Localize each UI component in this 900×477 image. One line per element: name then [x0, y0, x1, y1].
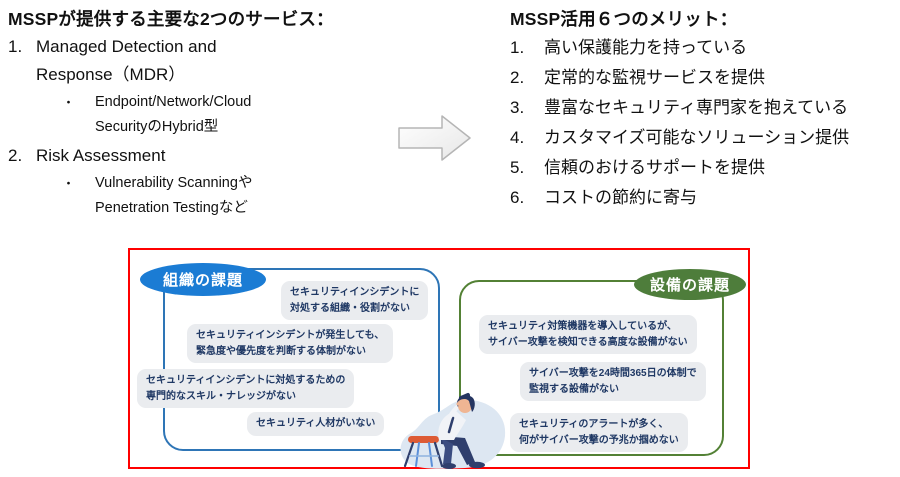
merit-item-6: 6. コストの節約に寄与: [510, 183, 896, 213]
note-line: 緊急度や優先度を判断する体制がない: [196, 345, 366, 357]
merit-item-6-text: コストの節約に寄与: [544, 188, 697, 207]
org-challenges-label: 組織の課題: [140, 263, 266, 296]
merit-item-4-text: カスタマイズ可能なソリューション提供: [544, 128, 850, 147]
right-arrow-icon: [398, 115, 471, 161]
org-note-no-triage-structure: セキュリティインシデントが発生しても、 緊急度や優先度を判断する体制がない: [187, 324, 394, 363]
note-line: 監視する設備がない: [529, 383, 619, 395]
note-line: セキュリティ対策機器を導入しているが、: [488, 321, 677, 332]
note-line: 専門的なスキル・ナレッジがない: [146, 390, 296, 402]
service-item-2-sub: ・ Vulnerability ScanningやPenetration Tes…: [62, 171, 418, 221]
service-item-1-number: 1.: [8, 37, 23, 56]
services-heading: MSSPが提供する主要な2つのサービス：: [8, 9, 334, 29]
org-note-no-skills-knowledge: セキュリティインシデントに対処するための 専門的なスキル・ナレッジがない: [137, 369, 355, 408]
merit-item-2-text: 定常的な監視サービスを提供: [544, 68, 765, 87]
note-line: セキュリティ人材がいない: [256, 418, 376, 429]
merit-item-5: 5. 信頼のおけるサポートを提供: [510, 153, 896, 183]
merit-item-1-number: 1.: [510, 38, 525, 57]
service-item-2-number: 2.: [8, 146, 23, 165]
service-item-2-sub-text: Vulnerability ScanningやPenetration Testi…: [95, 175, 253, 216]
challenges-diagram-frame: 組織の課題 設備の課題 セキュリティインシデントに 対処する組織・役割がない セ…: [128, 248, 750, 469]
note-line: サイバー攻撃を検知できる高度な設備がない: [488, 336, 688, 348]
merit-item-6-number: 6.: [510, 188, 525, 207]
sub-bullet-icon: ・: [62, 176, 76, 191]
equip-note-no-247-monitoring: サイバー攻撃を24時間365日の体制で 監視する設備がない: [520, 362, 706, 401]
equip-note-too-many-alerts: セキュリティのアラートが多く、 何がサイバー攻撃の予兆か掴めない: [510, 413, 688, 452]
note-line: セキュリティインシデントに対処するための: [146, 375, 346, 386]
service-item-1-sub-text: Endpoint/Network/Cloud SecurityのHybrid型: [95, 94, 252, 135]
mssp-services-panel: MSSPが提供する主要な2つのサービス： 1. Managed Detectio…: [8, 5, 418, 223]
merit-item-2: 2. 定常的な監視サービスを提供: [510, 63, 896, 93]
note-line: セキュリティインシデントに: [290, 287, 420, 298]
merit-item-3-text: 豊富なセキュリティ専門家を抱えている: [544, 98, 849, 117]
org-note-no-incident-org: セキュリティインシデントに 対処する組織・役割がない: [281, 281, 429, 320]
merit-item-2-number: 2.: [510, 68, 525, 87]
equipment-challenges-label: 設備の課題: [634, 269, 746, 300]
mssp-merits-panel: MSSP活用６つのメリット： 1. 高い保護能力を持っている 2. 定常的な監視…: [510, 5, 896, 213]
service-item-1-text: Managed Detection and Response（MDR）: [36, 37, 217, 84]
merit-item-1-text: 高い保護能力を持っている: [544, 38, 748, 57]
org-note-no-security-staff: セキュリティ人材がいない: [247, 412, 385, 436]
service-item-2: 2. Risk Assessment: [8, 142, 418, 170]
note-line: セキュリティのアラートが多く、: [519, 419, 669, 430]
note-line: 何がサイバー攻撃の予兆か掴めない: [519, 434, 679, 446]
note-line: サイバー攻撃を24時間365日の体制で: [529, 368, 697, 379]
service-item-1: 1. Managed Detection and Response（MDR）: [8, 33, 418, 89]
merit-item-4: 4. カスタマイズ可能なソリューション提供: [510, 123, 896, 153]
service-item-2-text: Risk Assessment: [36, 146, 166, 165]
merit-item-1: 1. 高い保護能力を持っている: [510, 33, 896, 63]
service-item-1-sub: ・ Endpoint/Network/Cloud SecurityのHybrid…: [62, 90, 418, 140]
sub-bullet-icon: ・: [62, 95, 76, 110]
note-line: 対処する組織・役割がない: [290, 302, 410, 314]
merit-item-3: 3. 豊富なセキュリティ専門家を抱えている: [510, 93, 896, 123]
equipment-challenges-container: [459, 280, 724, 456]
worried-person-illustration: [400, 393, 506, 469]
merit-item-5-text: 信頼のおけるサポートを提供: [544, 158, 765, 177]
org-challenges-container: [163, 268, 440, 451]
merit-item-4-number: 4.: [510, 128, 525, 147]
equip-note-no-advanced-detection: セキュリティ対策機器を導入しているが、 サイバー攻撃を検知できる高度な設備がない: [479, 315, 697, 354]
note-line: セキュリティインシデントが発生しても、: [196, 330, 385, 341]
merit-item-5-number: 5.: [510, 158, 525, 177]
merits-heading: MSSP活用６つのメリット：: [510, 9, 738, 29]
merit-item-3-number: 3.: [510, 98, 525, 117]
